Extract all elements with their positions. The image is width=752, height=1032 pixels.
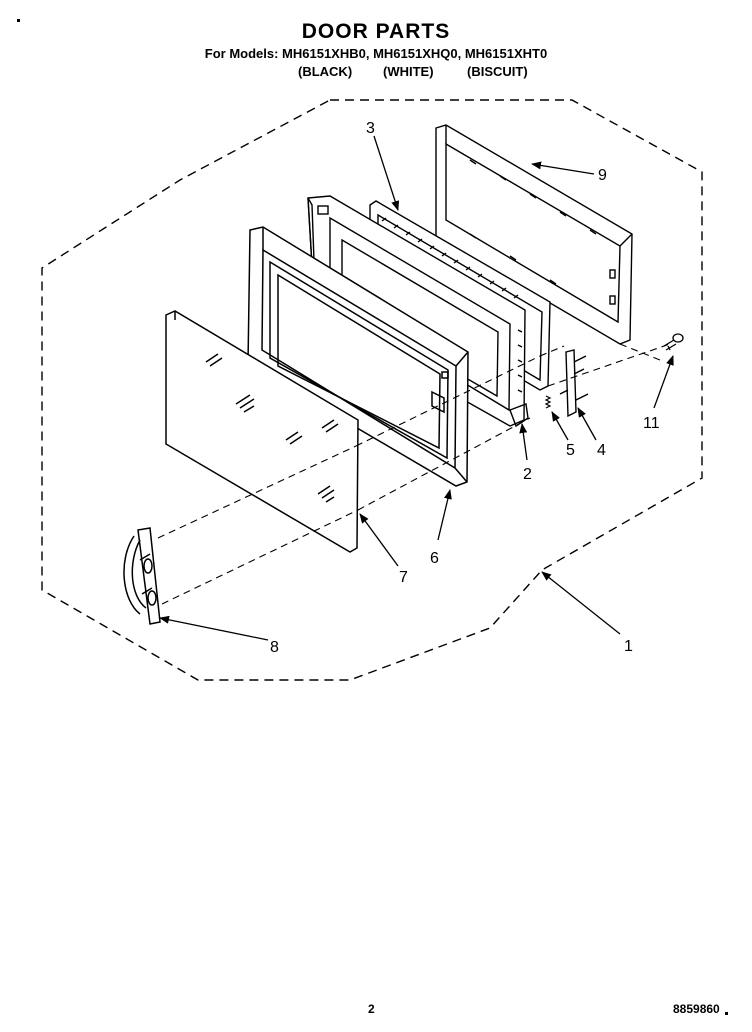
page-number: 2 [368,1002,375,1016]
part-11-screw [663,333,684,351]
part-5-spring [544,395,552,409]
callout-5: 5 [566,442,575,459]
callout-11: 11 [643,415,660,432]
callout-4: 4 [597,442,606,459]
callout-1: 1 [624,638,633,655]
callout-2: 2 [523,466,532,483]
page-title: DOOR PARTS [301,20,451,43]
callout-8: 8 [270,639,279,656]
callout-9: 9 [598,167,607,184]
callout-7: 7 [399,569,408,586]
color-label-white: (WHITE) [383,64,434,79]
part-4-latch [559,349,589,418]
corner-mark-bottom-right [725,1012,728,1015]
corner-mark-top-left [17,19,20,22]
alignment-dashed-lines [157,343,671,605]
models-line: For Models: MH6151XHB0, MH6151XHQ0, MH61… [204,46,548,61]
part-8-handle [123,527,161,625]
callout-3: 3 [366,120,375,137]
callout-6: 6 [430,550,439,567]
door-assembly-outline [41,99,703,681]
part-7-glass-panel [165,310,359,553]
document-number: 8859860 [673,1002,720,1016]
color-label-black: (BLACK) [298,64,353,79]
color-label-biscuit: (BISCUIT) [467,64,528,79]
callout-leaders [159,135,674,641]
